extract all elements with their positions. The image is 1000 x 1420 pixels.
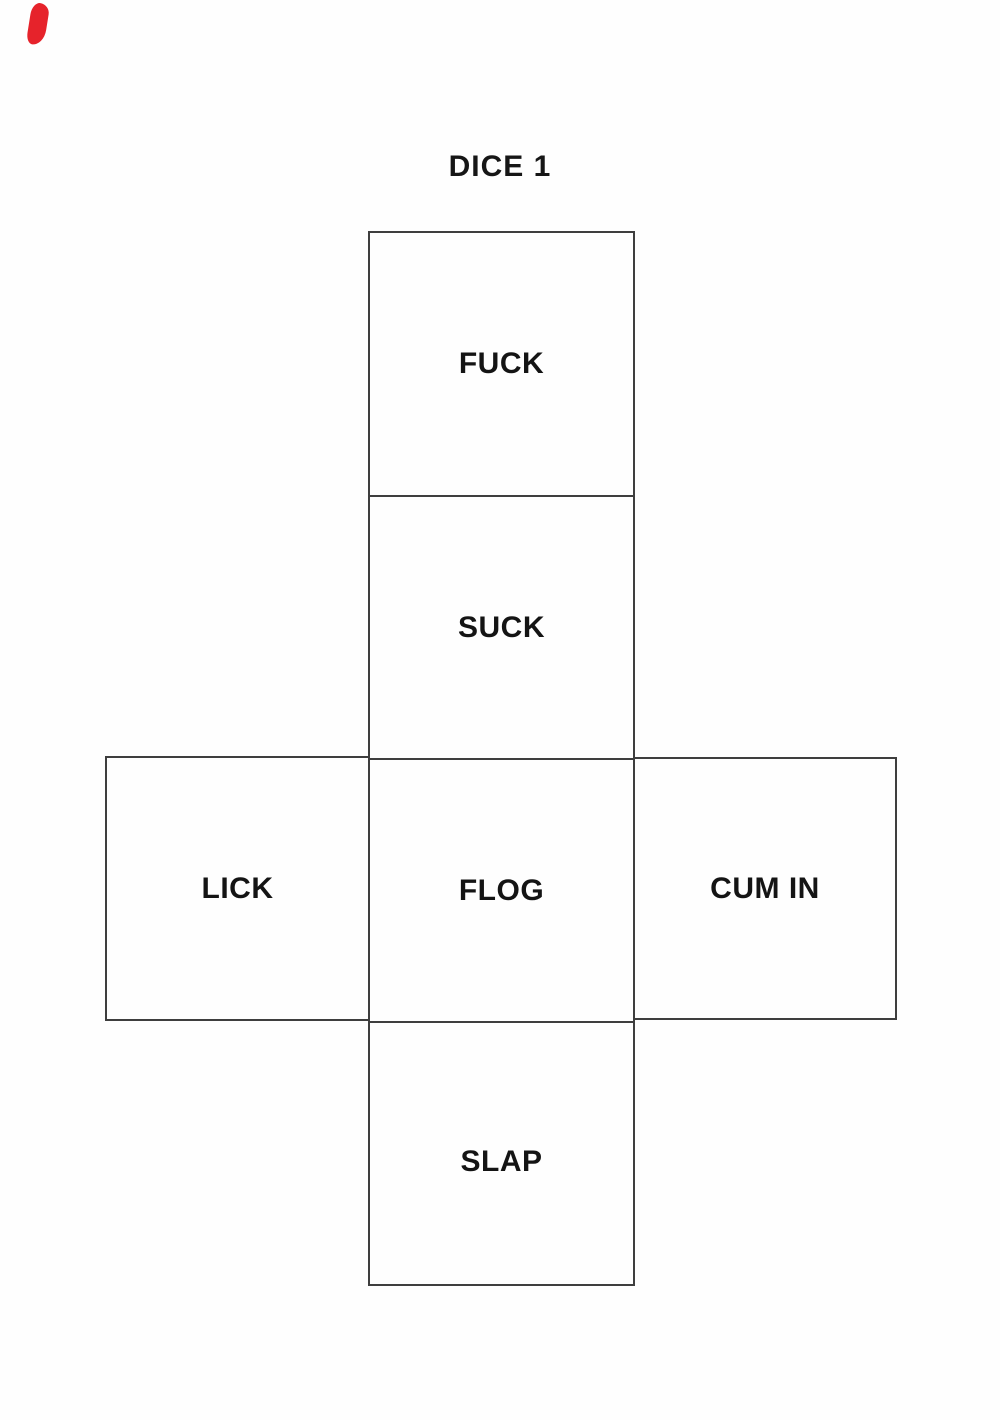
dice-face-suck: SUCK (368, 495, 635, 760)
page-title: DICE 1 (448, 150, 552, 183)
dice-face-cum-in: CUM IN (633, 757, 897, 1020)
dice-face-label: CUM IN (710, 871, 820, 905)
dice-face-lick: LICK (105, 756, 370, 1021)
dice-face-fuck: FUCK (368, 231, 635, 497)
dice-face-flog: FLOG (368, 758, 635, 1023)
dice-face-label: SLAP (460, 1144, 543, 1178)
dice-face-label: FLOG (458, 873, 545, 907)
dice-face-label: SUCK (457, 610, 545, 644)
dice-face-label: FUCK (458, 347, 545, 380)
dice-face-slap: SLAP (368, 1021, 635, 1286)
dice-face-label: LICK (201, 871, 274, 905)
